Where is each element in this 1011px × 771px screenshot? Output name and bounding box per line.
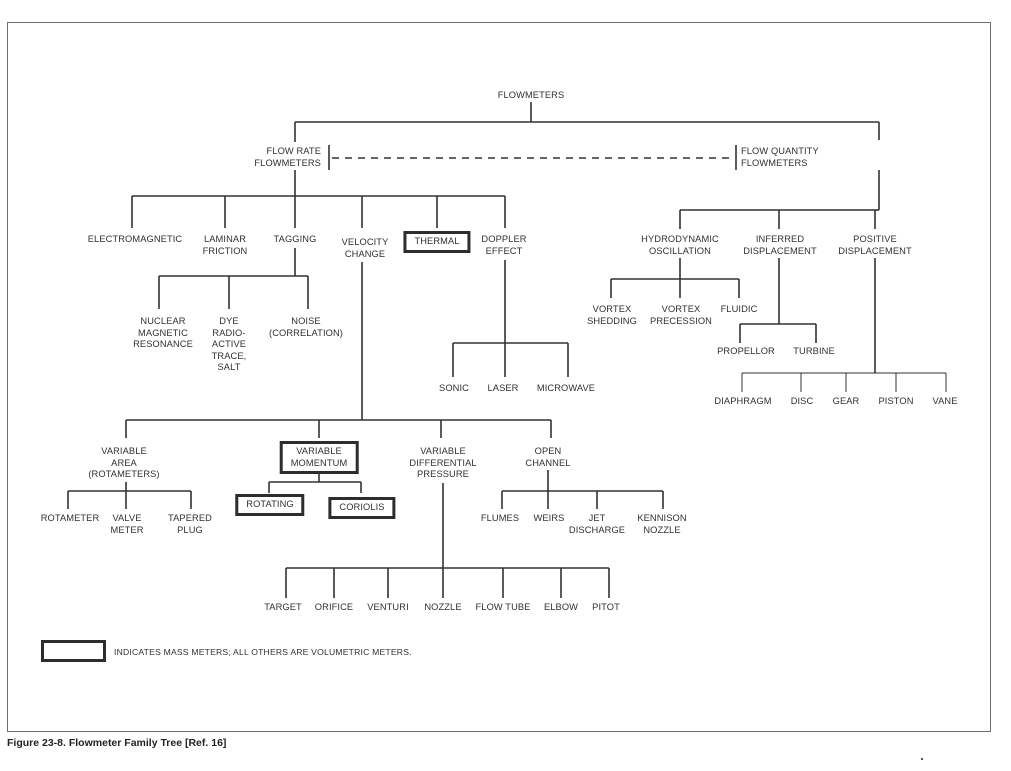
mass-meter-legend-swatch — [41, 640, 106, 662]
node-tagging: TAGGING — [273, 234, 317, 244]
node-electromagnetic: ELECTROMAGNETIC — [87, 234, 183, 244]
node-gear: GEAR — [832, 396, 860, 406]
node-fluidic: FLUIDIC — [720, 304, 758, 314]
node-rotating: ROTATING — [235, 494, 305, 516]
node-thermal: THERMAL — [403, 231, 471, 253]
node-root: FLOWMETERS — [497, 90, 565, 100]
node-vane: VANE — [932, 396, 958, 406]
node-laser: LASER — [487, 383, 519, 393]
node-turbine: TURBINE — [793, 346, 835, 356]
node-elbow: ELBOW — [543, 602, 579, 612]
node-venturi: VENTURI — [367, 602, 409, 612]
node-piston: PISTON — [878, 396, 914, 406]
node-noise: NOISE(CORRELATION) — [269, 316, 343, 338]
node-propellor: PROPELLOR — [717, 346, 775, 356]
node-sonic: SONIC — [439, 383, 469, 393]
figure-frame — [7, 22, 991, 732]
node-microwave: MICROWAVE — [536, 383, 596, 393]
node-orifice: ORIFICE — [314, 602, 354, 612]
node-rotameter: ROTAMETER — [40, 513, 100, 523]
node-coriolis: CORIOLIS — [328, 497, 396, 519]
node-weirs: WEIRS — [533, 513, 565, 523]
node-disc: DISC — [790, 396, 814, 406]
node-target: TARGET — [264, 602, 302, 612]
node-diaphragm: DIAPHRAGM — [714, 396, 772, 406]
legend-text: INDICATES MASS METERS; ALL OTHERS ARE VO… — [114, 647, 412, 657]
node-nozzle: NOZZLE — [424, 602, 462, 612]
node-pitot: PITOT — [592, 602, 620, 612]
scan-speck — [921, 758, 923, 760]
node-flumes: FLUMES — [480, 513, 520, 523]
figure-caption: Figure 23-8. Flowmeter Family Tree [Ref.… — [7, 737, 227, 749]
node-flow-tube: FLOW TUBE — [475, 602, 531, 612]
